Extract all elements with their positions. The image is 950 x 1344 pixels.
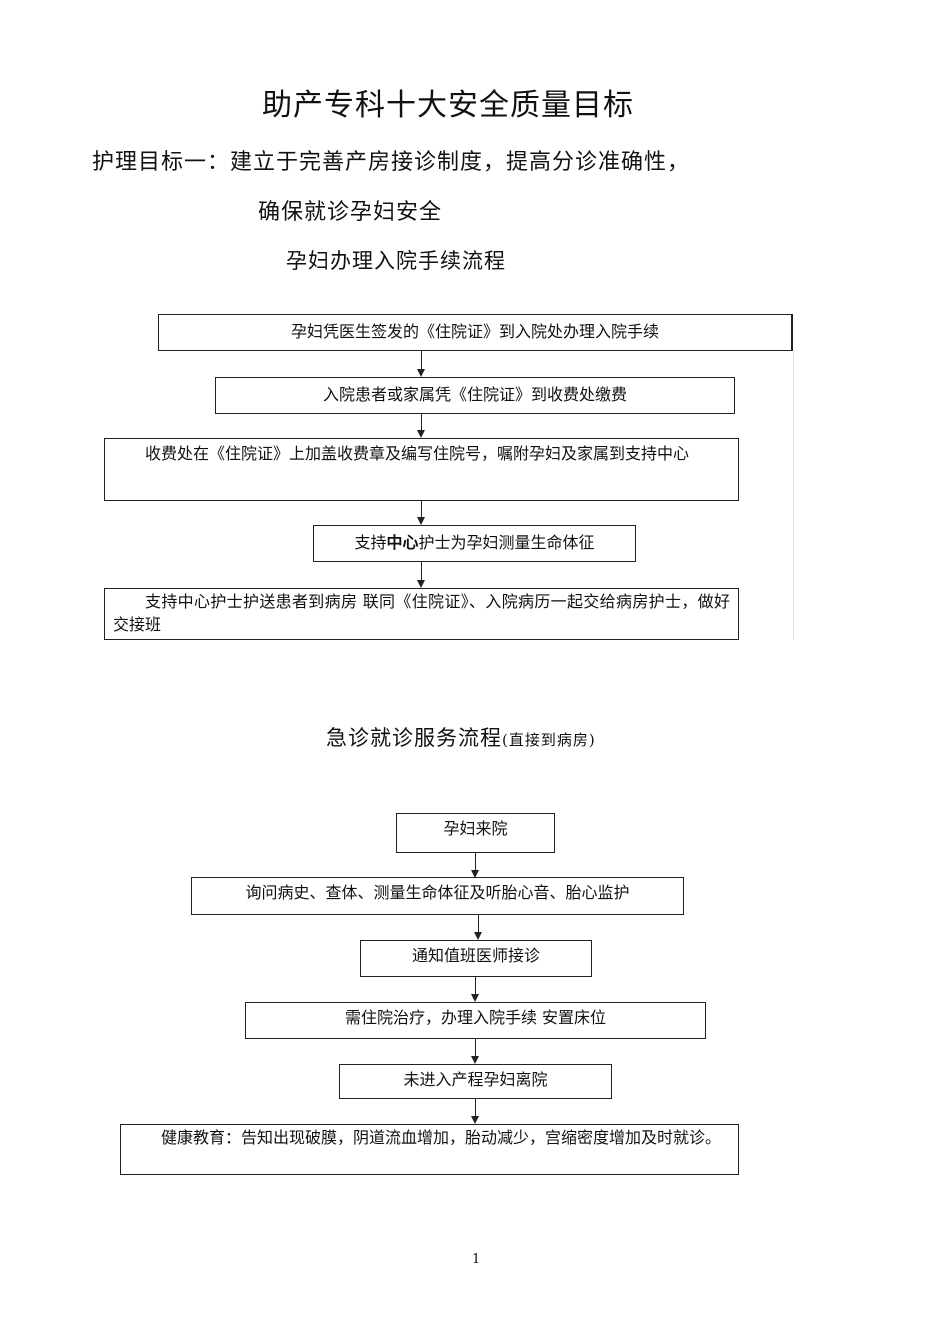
emergency-step-4: 需住院治疗，办理入院手续 安置床位 [245,1002,706,1039]
goal-line-2: 确保就诊孕妇安全 [258,200,443,225]
admission-step-4-post: 护士为孕妇测量生命体征 [418,533,595,552]
admission-flow-title: 孕妇办理入院手续流程 [286,249,506,273]
admission-step-5: 支持中心护士护送患者到病房 联同《住院证》、入院病历一起交给病房护士，做好交接班 [104,588,739,640]
emergency-step-5: 未进入产程孕妇离院 [339,1064,612,1099]
admission-step-3: 收费处在《住院证》上加盖收费章及编写住院号，嘱附孕妇及家属到支持中心 [104,438,739,501]
arrow-down-icon [471,977,479,1002]
admission-step-4-bold: 中心 [386,533,419,552]
page-number: 1 [472,1252,481,1267]
admission-step-1: 孕妇凭医生签发的《住院证》到入院处办理入院手续 [158,314,793,351]
faint-border-line [793,351,794,640]
arrow-down-icon [471,1039,479,1064]
arrow-down-icon [417,414,425,438]
page-title: 助产专科十大安全质量目标 [262,88,634,123]
admission-step-4-pre: 支持 [354,533,387,552]
admission-step-2: 入院患者或家属凭《住院证》到收费处缴费 [215,377,735,414]
arrow-down-icon [471,853,479,878]
goal-line-1: 护理目标一：建立于完善产房接诊制度，提高分诊准确性， [92,150,691,175]
arrow-down-icon [471,1099,479,1124]
arrow-down-icon [417,351,425,377]
emergency-step-2: 询问病史、查体、测量生命体征及听胎心音、胎心监护 [191,877,684,915]
arrow-down-icon [417,562,425,588]
admission-step-4: 支持中心护士为孕妇测量生命体征 [313,525,636,562]
arrow-down-icon [417,501,425,525]
emergency-step-3: 通知值班医师接诊 [360,940,592,977]
emergency-flow-title-note: (直接到病房) [502,731,596,749]
arrow-down-icon [474,915,482,940]
emergency-flow-title: 急诊就诊服务流程(直接到病房) [326,722,596,752]
emergency-step-6: 健康教育：告知出现破膜，阴道流血增加，胎动减少，宫缩密度增加及时就诊。 [120,1124,739,1175]
emergency-flow-title-main: 急诊就诊服务流程 [326,726,502,750]
emergency-step-1: 孕妇来院 [396,813,555,853]
